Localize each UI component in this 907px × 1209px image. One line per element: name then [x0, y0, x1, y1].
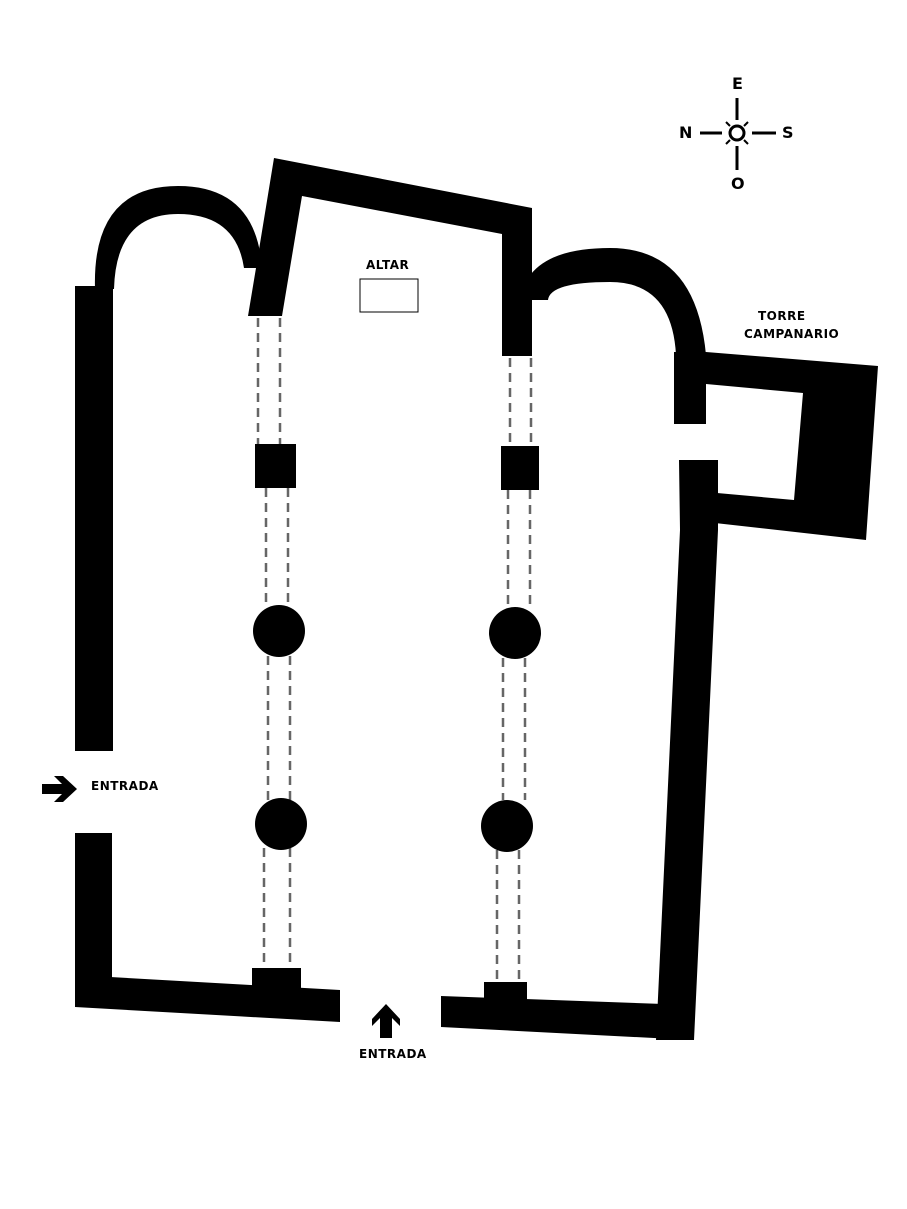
left-colonnade-lines [256, 318, 292, 968]
bell-tower-label-line2: CAMPANARIO [744, 327, 840, 341]
front-wall-right [441, 996, 692, 1040]
right-base-pillar [484, 982, 527, 1002]
compass-rose-icon [700, 98, 776, 170]
right-square-pillar [501, 446, 539, 490]
right-column-2 [481, 800, 533, 852]
right-apse-wall [520, 248, 706, 355]
compass-label-north: N [679, 123, 693, 142]
bell-tower-label-line1: TORRE [758, 309, 806, 323]
right-column-1 [489, 607, 541, 659]
arrow-up-icon [372, 1004, 400, 1038]
south-wall [656, 460, 718, 1040]
left-base-pillar [252, 968, 301, 992]
nave-head-wall [248, 158, 532, 356]
altar-table [359, 278, 419, 313]
compass-label-west: O [731, 174, 745, 193]
entrance-south-label: ENTRADA [359, 1047, 427, 1061]
left-column-2 [255, 798, 307, 850]
right-colonnade-lines [495, 358, 533, 982]
bell-tower-wall [706, 352, 878, 540]
entrance-west-label: ENTRADA [91, 779, 159, 793]
right-apse-pillar [674, 352, 706, 424]
left-apse-wall [94, 186, 262, 289]
compass-label-south: S [782, 123, 794, 142]
altar-label: ALTAR [366, 258, 410, 272]
north-wall-upper [75, 286, 113, 751]
left-column-1 [253, 605, 305, 657]
left-square-pillar [255, 444, 296, 488]
compass-label-east: E [732, 74, 743, 93]
arrow-right-icon [42, 776, 77, 802]
